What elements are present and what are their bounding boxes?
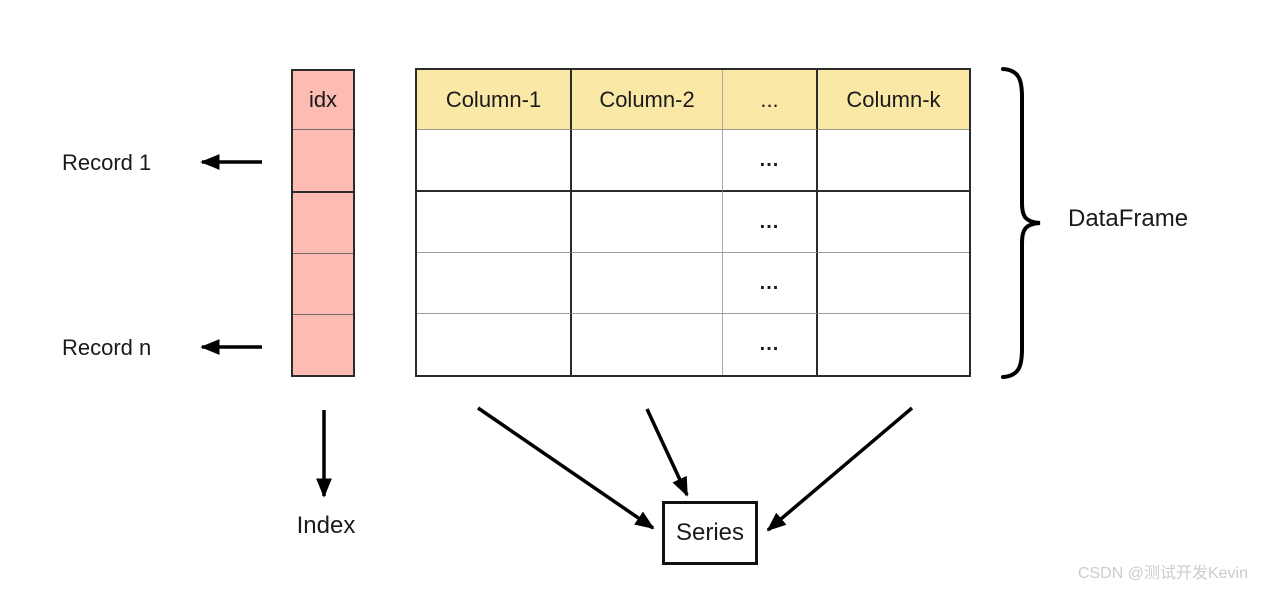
dataframe-brace [1001, 67, 1041, 379]
table-cell [417, 314, 572, 375]
table-cell [417, 192, 572, 253]
table-cell [818, 130, 969, 192]
table-cell-ellipsis: ... [723, 314, 818, 375]
record-1-label: Record 1 [62, 150, 152, 175]
table-cell [572, 314, 723, 375]
column2-to-series-arrow [645, 408, 689, 497]
index-cell [293, 130, 353, 193]
column-header: Column-1 [417, 70, 572, 130]
index-column: idx [291, 69, 355, 377]
column1-to-series-arrow [477, 406, 655, 530]
table-cell [572, 192, 723, 253]
table-cell [417, 253, 572, 314]
dataframe-table: Column-1 Column-2 ... Column-k ... ... .… [415, 68, 971, 377]
index-cell [293, 315, 353, 375]
series-label: Series [675, 519, 745, 546]
index-column-header: idx [293, 71, 353, 130]
table-cell-ellipsis: ... [723, 192, 818, 253]
column-header: Column-2 [572, 70, 723, 130]
table-cell [572, 130, 723, 192]
table-cell [572, 253, 723, 314]
series-box: Series [662, 501, 758, 565]
index-label: Index [296, 512, 356, 539]
table-cell-ellipsis: ... [723, 130, 818, 192]
table-cell [818, 253, 969, 314]
table-cell [818, 314, 969, 375]
record-n-label: Record n [62, 335, 152, 360]
watermark-text: CSDN @测试开发Kevin [1077, 565, 1248, 582]
dataframe-label: DataFrame [1068, 205, 1189, 232]
index-cell [293, 254, 353, 315]
columnk-to-series-arrow [766, 406, 914, 532]
column-header: Column-k [818, 70, 969, 130]
table-cell [818, 192, 969, 253]
table-cell-ellipsis: ... [723, 253, 818, 314]
table-cell [417, 130, 572, 192]
column-header-ellipsis: ... [723, 70, 818, 130]
index-cell [293, 193, 353, 254]
